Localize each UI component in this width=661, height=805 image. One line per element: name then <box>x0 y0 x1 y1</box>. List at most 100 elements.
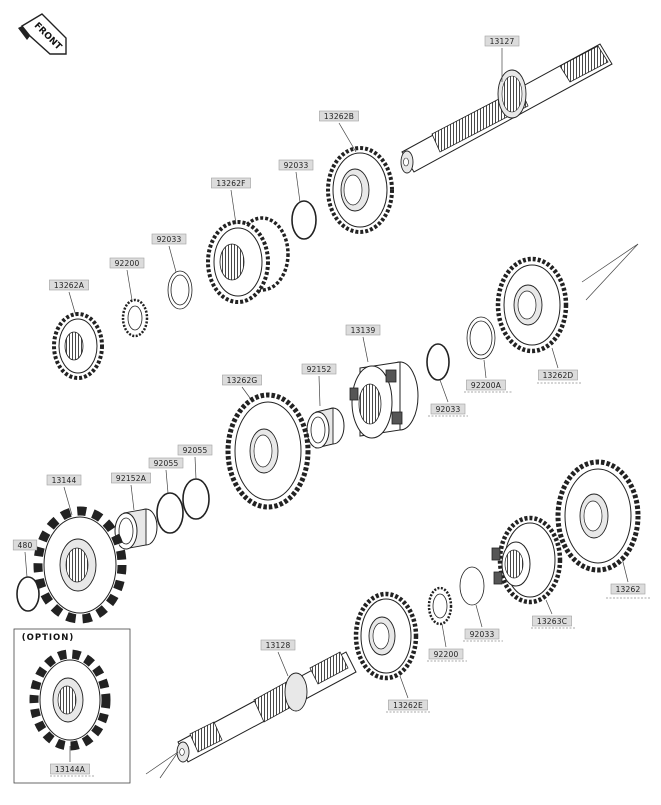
gear-13262B <box>326 146 394 234</box>
part-label-13262: 13262 <box>610 583 646 595</box>
part-label-13144a: 13144A <box>50 763 90 775</box>
part-number: 92200A <box>471 381 502 390</box>
part-label-box <box>464 628 500 640</box>
gear-13262E <box>353 591 419 681</box>
part-label-92152: 92152 <box>301 363 337 375</box>
part-label-92055: 92055 <box>148 457 184 469</box>
gear-13263C <box>491 515 563 605</box>
part-label-92033: 92033 <box>278 159 314 171</box>
circlip-92033-mid <box>426 343 450 381</box>
gear-13262 <box>555 459 641 573</box>
gear-13262D <box>495 256 569 354</box>
part-number: 92152A <box>116 474 147 483</box>
part-number: 92055 <box>154 459 179 468</box>
part-label-box <box>278 159 314 171</box>
part-label-box <box>12 539 38 551</box>
part-label-92033: 92033 <box>151 233 187 245</box>
shaft-13127 <box>400 43 613 174</box>
part-label-13262b: 13262B <box>319 110 359 122</box>
part-number: 13263C <box>537 617 567 626</box>
circlip-480 <box>16 576 40 612</box>
part-number: 13262B <box>324 112 354 121</box>
hub-13139 <box>349 361 419 439</box>
part-label-92033: 92033 <box>430 403 466 415</box>
part-label-13128: 13128 <box>260 639 296 651</box>
part-number: 13128 <box>266 641 291 650</box>
part-number: 13262 <box>616 585 641 594</box>
part-number: 480 <box>18 541 33 550</box>
part-label-13262e: 13262E <box>388 699 428 711</box>
part-label-13127: 13127 <box>484 35 520 47</box>
part-label-13262g: 13262G <box>222 374 262 386</box>
sprocket-13144A <box>29 649 111 751</box>
part-label-92200: 92200 <box>109 257 145 269</box>
part-labels: 13127 13262B 92033 13262F 92033 92200 13262A 13… <box>12 35 646 775</box>
ring-92055-right <box>182 478 210 520</box>
part-number: 13144A <box>55 765 86 774</box>
option-box: (OPTION) <box>13 628 131 784</box>
part-number: 13262G <box>227 376 258 385</box>
part-number: 92055 <box>183 446 208 455</box>
part-number: 92200 <box>434 650 459 659</box>
part-label-box <box>484 35 520 47</box>
part-label-box <box>538 369 578 381</box>
part-label-box <box>50 763 90 775</box>
part-label-92055: 92055 <box>177 444 213 456</box>
option-title: (OPTION) <box>22 633 75 643</box>
gear-13262D-pointer <box>581 243 639 301</box>
part-label-box <box>388 699 428 711</box>
gear-13262G <box>225 392 311 510</box>
ring-92055-left <box>156 492 184 534</box>
part-number: 13139 <box>351 326 376 335</box>
part-label-box <box>49 279 89 291</box>
part-label-box <box>222 374 262 386</box>
part-number: 13262A <box>54 281 85 290</box>
label-underlines <box>50 382 650 777</box>
part-label-480: 480 <box>12 539 38 551</box>
part-label-92152a: 92152A <box>111 472 151 484</box>
part-label-92200: 92200 <box>428 648 464 660</box>
bushing-92152 <box>306 407 345 449</box>
part-label-box <box>260 639 296 651</box>
part-label-13262a: 13262A <box>49 279 89 291</box>
part-number: 92033 <box>436 405 461 414</box>
circlip-92033-low <box>459 566 485 606</box>
part-number: 13262D <box>543 371 574 380</box>
gear-13262A <box>52 312 104 380</box>
part-label-13144: 13144 <box>46 474 82 486</box>
front-arrow-icon: FRONT <box>18 13 67 55</box>
part-number: 92152 <box>307 365 332 374</box>
part-number: 13127 <box>490 37 515 46</box>
leader-lines <box>24 48 629 762</box>
sprocket-13144 <box>33 506 127 624</box>
part-label-box <box>211 177 251 189</box>
part-label-box <box>177 444 213 456</box>
part-label-box <box>345 324 381 336</box>
part-label-92033: 92033 <box>464 628 500 640</box>
circlip-92033-top <box>291 200 317 240</box>
gear-13262F <box>206 216 290 304</box>
part-number: 13262F <box>216 179 245 188</box>
part-label-box <box>151 233 187 245</box>
part-label-box <box>148 457 184 469</box>
part-number: 92033 <box>470 630 495 639</box>
part-label-box <box>428 648 464 660</box>
part-label-13262d: 13262D <box>538 369 578 381</box>
part-label-box <box>466 379 506 391</box>
part-label-box <box>109 257 145 269</box>
washer-92033-pair <box>167 270 193 310</box>
washer-92200-top <box>121 298 149 338</box>
part-label-box <box>301 363 337 375</box>
part-label-box <box>111 472 151 484</box>
part-label-box <box>319 110 359 122</box>
shaft-13128 <box>145 651 357 779</box>
part-label-13139: 13139 <box>345 324 381 336</box>
part-number: 92033 <box>284 161 309 170</box>
part-label-92200a: 92200A <box>466 379 506 391</box>
washer-92200-low <box>427 586 453 626</box>
part-label-13262f: 13262F <box>211 177 251 189</box>
part-number: 92033 <box>157 235 182 244</box>
part-label-box <box>430 403 466 415</box>
